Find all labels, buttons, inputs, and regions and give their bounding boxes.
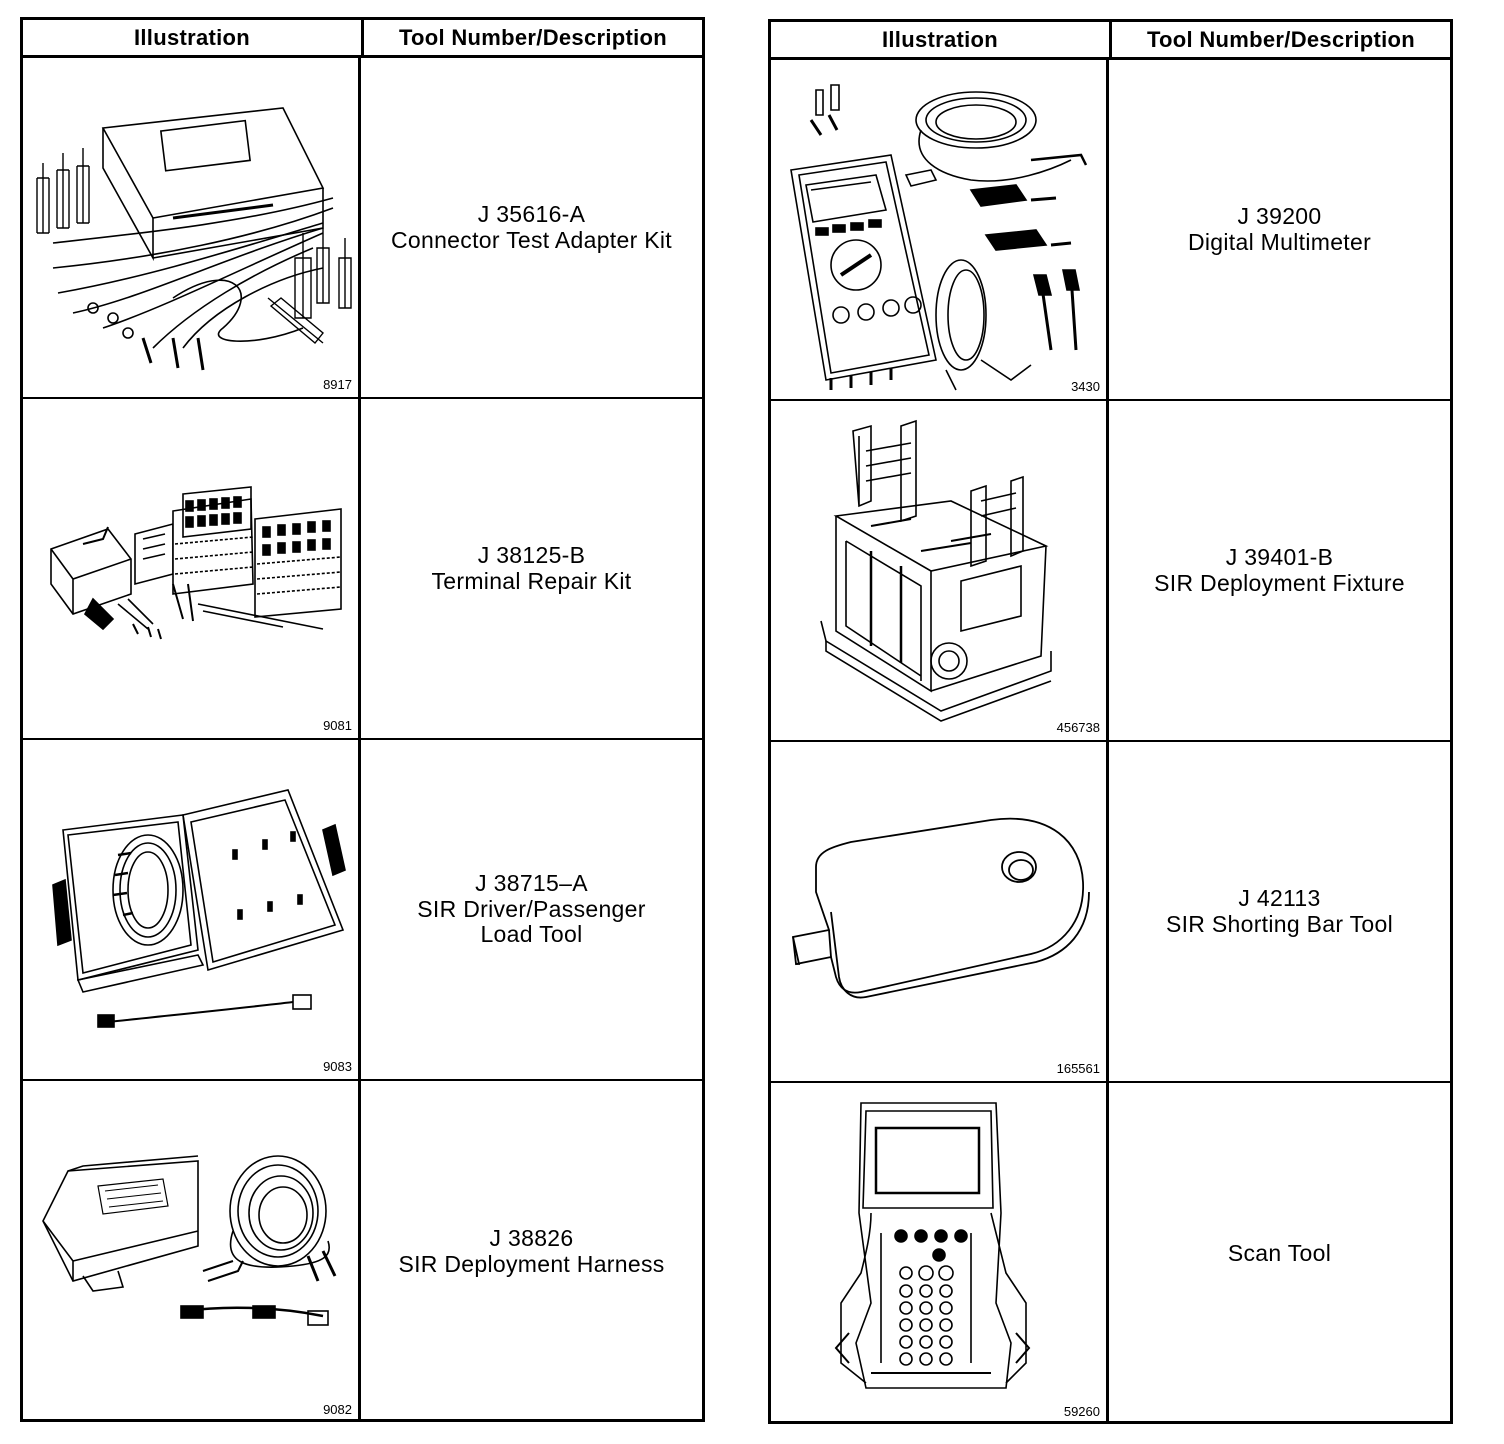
tool-description-cell: Scan Tool bbox=[1109, 1083, 1450, 1424]
figure-number: 9083 bbox=[323, 1059, 352, 1074]
table-row: 3430 J 39200 Digital Multimeter bbox=[771, 60, 1450, 401]
table-row: 9081 J 38125-B Terminal Repair Kit bbox=[23, 399, 702, 740]
tool-table-left: Illustration Tool Number/Description bbox=[20, 17, 705, 1422]
illustration-cell: 9082 bbox=[23, 1081, 361, 1422]
tool-number: J 38715–A bbox=[475, 869, 588, 896]
tool-description: SIR Driver/Passenger bbox=[417, 895, 646, 922]
digital-multimeter-icon bbox=[790, 84, 1088, 391]
tool-description: Digital Multimeter bbox=[1187, 228, 1372, 255]
tool-description: SIR Deployment Harness bbox=[398, 1250, 665, 1277]
table-row: 9082 J 38826 SIR Deployment Harness bbox=[23, 1081, 702, 1422]
header-tool-number: Tool Number/Description bbox=[398, 24, 668, 50]
figure-number: 9081 bbox=[323, 718, 352, 733]
illustration-cell: 165561 bbox=[771, 742, 1109, 1081]
tool-description: Terminal Repair Kit bbox=[431, 567, 632, 594]
table-row: 9083 J 38715–A SIR Driver/Passenger Load… bbox=[23, 740, 702, 1081]
illustration-cell: 3430 bbox=[771, 60, 1109, 399]
illustration-cell: 9083 bbox=[23, 740, 361, 1079]
tool-number: J 38125-B bbox=[477, 541, 586, 568]
table-row: 456738 J 39401-B SIR Deployment Fixture bbox=[771, 401, 1450, 742]
tool-number: J 42113 bbox=[1238, 884, 1321, 911]
tool-description-cell: J 38826 SIR Deployment Harness bbox=[361, 1081, 702, 1422]
tool-description: SIR Shorting Bar Tool bbox=[1165, 910, 1394, 937]
table-header: Illustration Tool Number/Description bbox=[23, 20, 702, 58]
figure-number: 165561 bbox=[1056, 1061, 1100, 1076]
illustration-cell: 9081 bbox=[23, 399, 361, 738]
tool-description: SIR Deployment Fixture bbox=[1154, 569, 1405, 596]
table-row: 59260 Scan Tool bbox=[771, 1083, 1450, 1424]
scan-tool-icon bbox=[834, 1102, 1031, 1389]
table-row: 8917 J 35616-A Connector Test Adapter Ki… bbox=[23, 58, 702, 399]
figure-number: 8917 bbox=[323, 377, 352, 392]
header-illustration: Illustration bbox=[23, 20, 364, 55]
figure-number: 3430 bbox=[1071, 379, 1100, 394]
shorting-bar-tool-icon bbox=[792, 817, 1090, 999]
tool-description: Connector Test Adapter Kit bbox=[391, 226, 672, 253]
deployment-harness-icon bbox=[42, 1155, 337, 1326]
figure-number: 59260 bbox=[1063, 1404, 1100, 1419]
tool-description-line2: Load Tool bbox=[480, 921, 583, 948]
header-tool-number: Tool Number/Description bbox=[1146, 26, 1416, 52]
table-row: 165561 J 42113 SIR Shorting Bar Tool bbox=[771, 742, 1450, 1083]
tool-description-cell: J 35616-A Connector Test Adapter Kit bbox=[361, 58, 702, 397]
illustration-cell: 8917 bbox=[23, 58, 361, 397]
tool-description-cell: J 42113 SIR Shorting Bar Tool bbox=[1109, 742, 1450, 1081]
terminal-repair-kit-icon bbox=[50, 486, 342, 640]
tool-number: J 39401-B bbox=[1225, 543, 1334, 570]
tool-description-cell: J 38125-B Terminal Repair Kit bbox=[361, 399, 702, 738]
load-tool-case-icon bbox=[52, 789, 346, 1028]
table-header: Illustration Tool Number/Description bbox=[771, 22, 1450, 60]
figure-number: 456738 bbox=[1056, 720, 1100, 735]
deployment-fixture-icon bbox=[820, 419, 1052, 722]
tool-number: J 39200 bbox=[1237, 202, 1322, 229]
tool-number: J 38826 bbox=[489, 1224, 574, 1251]
header-illustration: Illustration bbox=[771, 22, 1112, 57]
tool-description-cell: J 39200 Digital Multimeter bbox=[1109, 60, 1450, 399]
figure-number: 9082 bbox=[323, 1402, 352, 1417]
tool-table-right: Illustration Tool Number/Description bbox=[768, 19, 1453, 1424]
tool-number: J 35616-A bbox=[477, 200, 586, 227]
illustration-cell: 456738 bbox=[771, 401, 1109, 740]
tool-description-cell: J 38715–A SIR Driver/Passenger Load Tool bbox=[361, 740, 702, 1079]
tool-description-cell: J 39401-B SIR Deployment Fixture bbox=[1109, 401, 1450, 740]
illustration-cell: 59260 bbox=[771, 1083, 1109, 1424]
connector-test-adapter-kit-icon bbox=[36, 107, 352, 371]
tool-description: Scan Tool bbox=[1227, 1239, 1332, 1266]
